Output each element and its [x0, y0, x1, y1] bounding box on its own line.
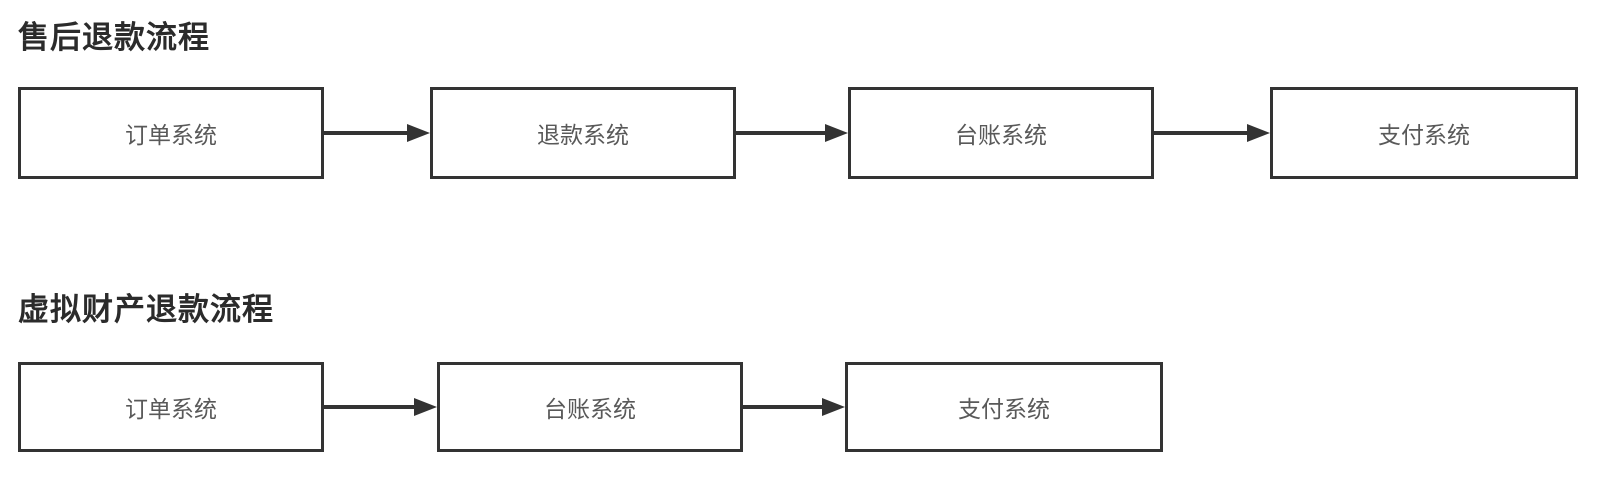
flow-arrow-icon [736, 124, 848, 142]
flow2-node-payment-system[interactable]: 支付系统 [845, 362, 1163, 452]
arrow-head [825, 124, 848, 142]
arrow-head [822, 398, 845, 416]
flow-arrow-icon [324, 398, 437, 416]
flow-arrow-icon [1154, 124, 1270, 142]
flow-arrow-icon [743, 398, 845, 416]
arrow-shaft [324, 131, 412, 135]
arrow-head [1247, 124, 1270, 142]
flow1-node-payment-system[interactable]: 支付系统 [1270, 87, 1578, 179]
arrow-head [414, 398, 437, 416]
node-label: 订单系统 [125, 122, 217, 148]
flow1-node-order-system[interactable]: 订单系统 [18, 87, 324, 179]
node-label: 退款系统 [537, 122, 629, 148]
flow-title-aftersales-refund: 售后退款流程 [18, 20, 210, 55]
flow1-node-ledger-system[interactable]: 台账系统 [848, 87, 1154, 179]
flow-title-virtual-property-refund: 虚拟财产退款流程 [18, 292, 274, 327]
arrow-head [407, 124, 430, 142]
arrow-shaft [743, 405, 827, 409]
node-label: 台账系统 [955, 122, 1047, 148]
node-label: 订单系统 [125, 396, 217, 422]
node-label: 支付系统 [1378, 122, 1470, 148]
flow2-node-ledger-system[interactable]: 台账系统 [437, 362, 743, 452]
flow-arrow-icon [324, 124, 430, 142]
flow1-node-refund-system[interactable]: 退款系统 [430, 87, 736, 179]
arrow-shaft [1154, 131, 1252, 135]
flow2-node-order-system[interactable]: 订单系统 [18, 362, 324, 452]
node-label: 支付系统 [958, 396, 1050, 422]
arrow-shaft [324, 405, 419, 409]
arrow-shaft [736, 131, 830, 135]
node-label: 台账系统 [544, 396, 636, 422]
